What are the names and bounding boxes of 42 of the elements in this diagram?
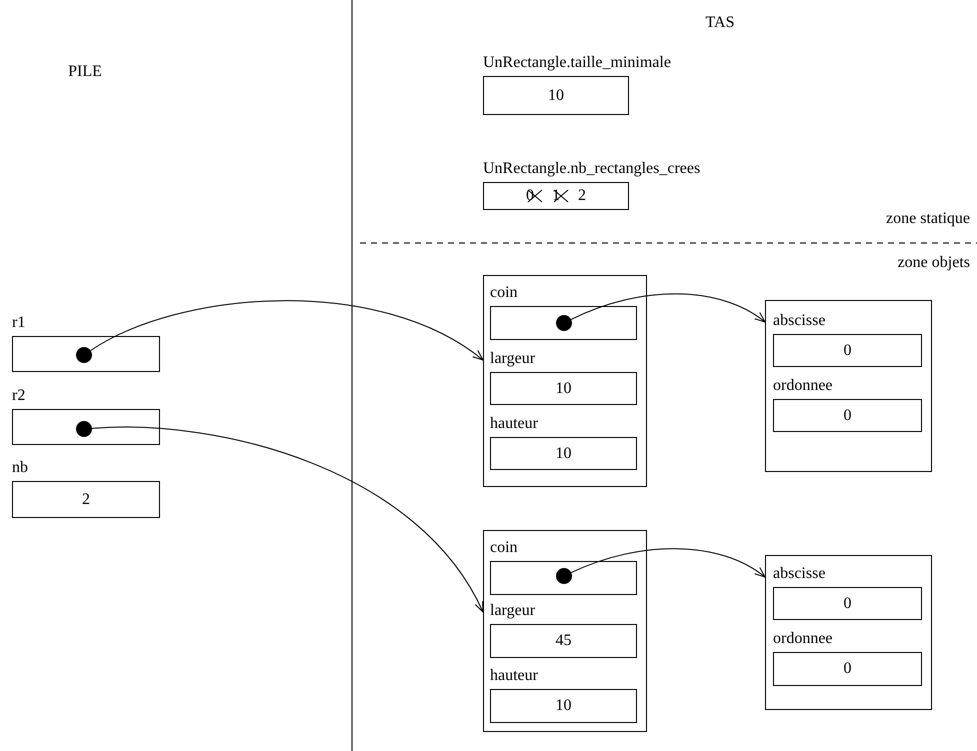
object-box xyxy=(483,275,647,487)
field-name: r2 xyxy=(12,387,26,405)
section-title: PILE xyxy=(68,63,102,81)
field-name: abscisse xyxy=(773,565,826,583)
value-text: 10 xyxy=(548,86,564,104)
zone-label: zone objets xyxy=(898,254,970,272)
section-title: TAS xyxy=(706,14,734,32)
pointer-dot xyxy=(556,315,572,331)
arrow xyxy=(91,426,484,612)
value-text: 2 xyxy=(82,490,90,508)
value-text: 0 xyxy=(844,406,852,424)
field-name: nb xyxy=(12,459,28,477)
zone-label: zone statique xyxy=(886,210,970,228)
value-text: 0 xyxy=(844,594,852,612)
arrow xyxy=(90,300,484,360)
pointer-dot xyxy=(76,421,92,437)
value-text: 2 xyxy=(578,187,586,205)
value-text: 45 xyxy=(556,632,572,650)
field-name: coin xyxy=(490,539,518,557)
value-text: 10 xyxy=(556,697,572,715)
object-box xyxy=(765,300,932,472)
field-name: r1 xyxy=(12,314,26,332)
field-name: UnRectangle.nb_rectangles_crees xyxy=(483,160,700,178)
field-name: abscisse xyxy=(773,312,826,330)
value-text: 10 xyxy=(556,380,572,398)
pointer-dot xyxy=(76,347,92,363)
field-name: UnRectangle.taille_minimale xyxy=(483,54,671,72)
arrow xyxy=(570,293,766,322)
value-text: 0 xyxy=(844,660,852,678)
field-name: largeur xyxy=(490,350,536,368)
value-text: 10 xyxy=(556,444,572,462)
arrow xyxy=(570,548,766,578)
field-name: ordonnee xyxy=(773,377,833,395)
object-box xyxy=(765,555,932,710)
pointer-dot xyxy=(556,568,572,584)
object-box xyxy=(483,530,647,732)
field-name: hauteur xyxy=(490,415,538,433)
field-name: largeur xyxy=(490,602,536,620)
field-name: hauteur xyxy=(490,667,538,685)
value-text: 0 xyxy=(844,342,852,360)
field-name: ordonnee xyxy=(773,630,833,648)
field-name: coin xyxy=(490,284,518,302)
